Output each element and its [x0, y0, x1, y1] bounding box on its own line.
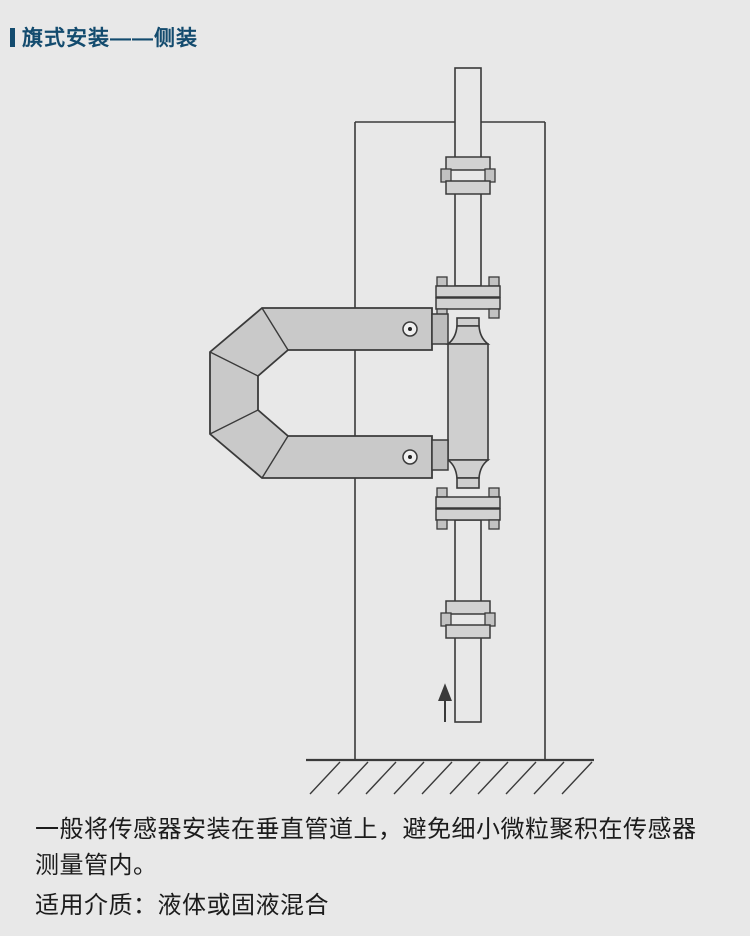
upper-pipe-flange: [440, 156, 496, 195]
meter-body: [445, 317, 491, 489]
note-paragraph-2: 适用介质：液体或固液混合: [35, 892, 329, 919]
sensor-top-connector: [431, 313, 449, 345]
sensor-bottom-bolt-icon: [402, 449, 418, 465]
section-header: 旗式安装——侧装: [10, 22, 198, 52]
sensor-top-bolt-icon: [402, 321, 418, 337]
lower-pipe-flange: [440, 600, 496, 639]
ground-hatching: [306, 758, 594, 795]
meter-bottom-flange: [435, 487, 501, 530]
title-accent-bar: [10, 27, 15, 47]
sensor-bottom-connector: [431, 439, 449, 471]
page-title: 旗式安装——侧装: [22, 27, 198, 50]
notes: 一般将传感器安装在垂直管道上，避免细小微粒聚积在传感器测量管内。 适用介质：液体…: [35, 812, 707, 924]
flow-direction-arrow-icon: [438, 683, 452, 722]
note-paragraph-1: 一般将传感器安装在垂直管道上，避免细小微粒聚积在传感器测量管内。: [35, 816, 697, 879]
flag-sensor: [209, 307, 449, 479]
